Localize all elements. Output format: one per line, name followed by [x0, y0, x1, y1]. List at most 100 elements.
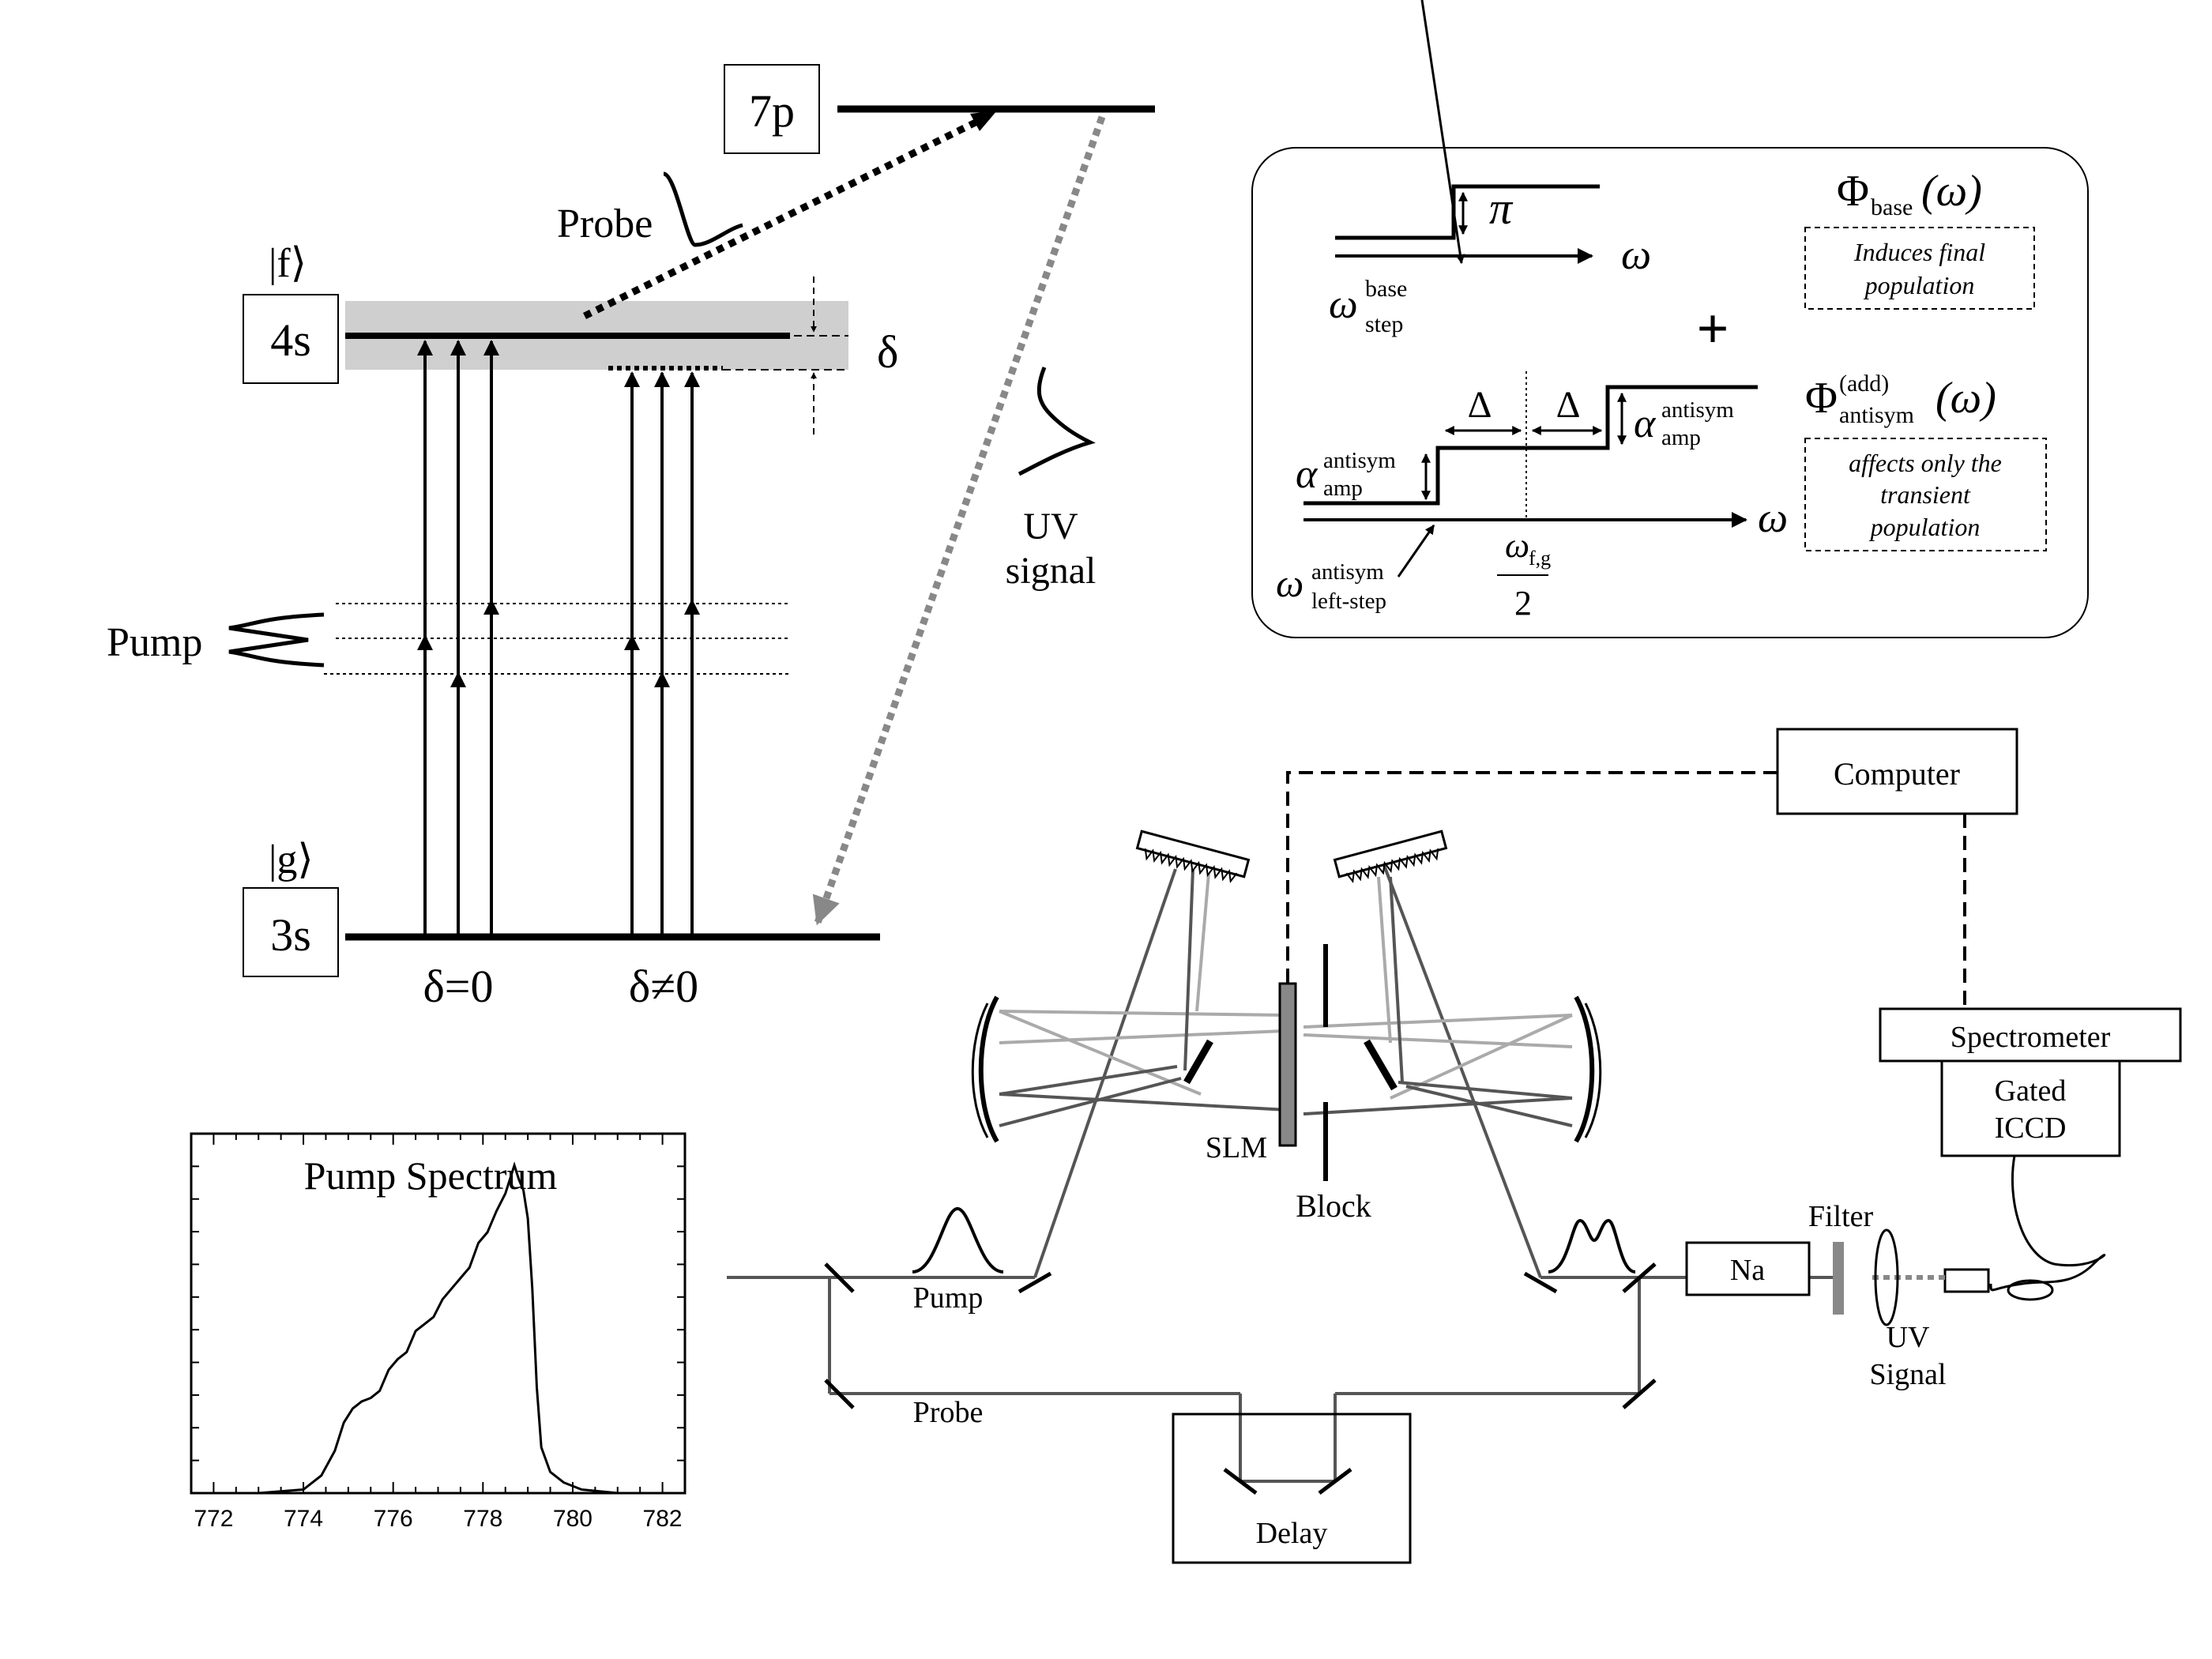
- x-tick-label: 772: [194, 1506, 233, 1532]
- omega-step-symbol: ω: [1329, 282, 1358, 327]
- uv-setup-label-1: UV: [1887, 1321, 1930, 1354]
- frac-numerator: ω: [1505, 526, 1529, 565]
- fiber-coupler: [2007, 1279, 2054, 1301]
- chart-title: Pump Spectrum: [304, 1153, 558, 1198]
- pump-label: Pump: [107, 620, 202, 665]
- alpha-left-symbol: α: [1296, 452, 1319, 497]
- level-4s-box: [243, 294, 339, 384]
- phi-base-arg: (ω): [1921, 167, 1982, 216]
- alpha-left-sup: antisym: [1323, 448, 1396, 473]
- delta-nonzero-label: δ≠0: [629, 961, 698, 1012]
- uv-emission-arrow: [812, 115, 1106, 926]
- omega-left-symbol: ω: [1276, 561, 1304, 605]
- frac-denominator: 2: [1514, 584, 1532, 623]
- pump-pulse-setup-icon: [912, 1206, 1004, 1273]
- pump-pulse-icon: [228, 612, 325, 668]
- curved-mirror-right-back: [1584, 1003, 1602, 1138]
- omega-step-sub: step: [1365, 311, 1403, 337]
- plane-mirrors: [824, 1262, 1657, 1495]
- base-step-pointer: [1420, 0, 1465, 265]
- delay-label: Delay: [1256, 1517, 1328, 1550]
- level-3s-box: [243, 887, 339, 977]
- delta-zero-label: δ=0: [423, 961, 493, 1012]
- fold-mirror-left: [1183, 1039, 1213, 1085]
- alpha-right-symbol: α: [1634, 401, 1657, 446]
- transitions-delta-zero: [417, 340, 499, 937]
- fiber-input: [1943, 1268, 1990, 1293]
- uv-signal-label-1: UV: [1023, 506, 1078, 547]
- level-3s-label: 3s: [270, 909, 311, 961]
- omega-left-sup: antisym: [1311, 559, 1384, 585]
- transitions-delta-nonzero: [624, 371, 700, 937]
- probe-label: Probe: [557, 201, 653, 246]
- optical-setup: Computer Spectrometer Gated ICCD: [727, 728, 2182, 1564]
- fiber-cable: [1989, 1155, 2106, 1292]
- alpha-right-sub: amp: [1661, 425, 1701, 450]
- base-note-line-1: Induces final: [1853, 238, 1985, 266]
- slm-label: SLM: [1206, 1131, 1267, 1164]
- phi-add-symbol: Φ: [1805, 374, 1838, 423]
- shaped-pulse-icon: [1548, 1218, 1636, 1273]
- base-note-box: [1804, 227, 2035, 310]
- add-note-line-2: transient: [1880, 480, 1971, 509]
- sodium-cell: [1685, 1241, 1811, 1296]
- phi-add-sub: antisym: [1839, 402, 1914, 428]
- grating-left: [1135, 830, 1251, 884]
- curved-mirror-left-back: [971, 1003, 989, 1138]
- curved-mirror-left: [978, 995, 999, 1143]
- antisym-omega-label: ω: [1758, 494, 1788, 541]
- iccd-label-1: Gated: [1995, 1074, 2067, 1108]
- sodium-cell-label: Na: [1730, 1254, 1765, 1287]
- x-tick-label: 782: [643, 1506, 683, 1532]
- uv-pulse-icon: [1018, 367, 1096, 476]
- ket-g-label: |g⟩: [269, 837, 314, 882]
- plus-sign: +: [1696, 297, 1729, 360]
- iccd-label-2: ICCD: [1995, 1112, 2067, 1145]
- pump-setup-label: Pump: [913, 1281, 984, 1315]
- computer-slm-cable: [1286, 771, 1778, 984]
- delta-left-label: Δ: [1468, 384, 1492, 426]
- base-note-line-2: population: [1864, 271, 1975, 299]
- uv-signal-label-2: signal: [1006, 550, 1097, 592]
- x-tick-label: 774: [284, 1506, 323, 1532]
- phi-add-arg: (ω): [1936, 374, 1996, 423]
- focusing-lens: [1874, 1228, 1899, 1326]
- x-tick-label: 780: [553, 1506, 592, 1532]
- filter-label: Filter: [1808, 1200, 1874, 1233]
- ket-f-label: |f⟩: [269, 241, 307, 286]
- left-step-pointer: [1397, 525, 1435, 577]
- add-note-line-1: affects only the: [1849, 449, 2002, 477]
- probe-transition-arrow: [583, 111, 993, 320]
- delay-box: [1172, 1413, 1412, 1564]
- phi-base-sub: base: [1871, 194, 1913, 220]
- curved-mirror-right: [1574, 995, 1595, 1143]
- probe-pulse-icon: [662, 171, 743, 247]
- energy-level-diagram: 7p |f⟩ 4s δ |g⟩ 3s: [107, 64, 1155, 1012]
- iccd-box: [1940, 1059, 2121, 1157]
- shaper-rays-dark: [999, 868, 1573, 1127]
- phi-add-sup: (add): [1839, 371, 1889, 397]
- level-4s-label: 4s: [270, 314, 311, 366]
- level-7p-box: [724, 64, 820, 154]
- delta-label: δ: [877, 326, 898, 378]
- spectrum-series-line: [195, 1161, 681, 1495]
- spectrometer-label: Spectrometer: [1951, 1021, 2111, 1054]
- spectrometer-box: [1879, 1007, 2182, 1063]
- slm-device: [1278, 982, 1297, 1147]
- pi-label: π: [1489, 182, 1514, 234]
- probe-setup-label: Probe: [913, 1396, 984, 1429]
- omega-left-sub: left-step: [1311, 589, 1386, 614]
- phase-panel-frame: [1251, 147, 2089, 638]
- beam-paths: [727, 860, 1841, 1483]
- antisym-step-curve: [1304, 385, 1758, 506]
- block-label: Block: [1296, 1188, 1371, 1224]
- base-omega-label: ω: [1621, 231, 1651, 278]
- delta-right-label: Δ: [1556, 384, 1581, 426]
- probe-arrow-head: [970, 111, 997, 131]
- frac-numerator-sub: f,g: [1529, 547, 1551, 570]
- x-tick-label: 778: [463, 1506, 502, 1532]
- uv-setup-label-2: Signal: [1869, 1358, 1946, 1391]
- computer-label: Computer: [1834, 756, 1960, 792]
